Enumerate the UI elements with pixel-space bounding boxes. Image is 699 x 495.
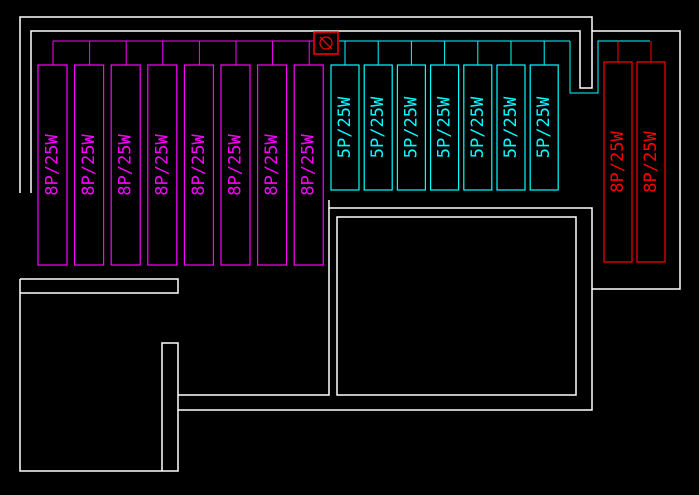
- cyan-fixture-label: 5P/25W: [335, 96, 355, 158]
- red-fixture[interactable]: [636, 61, 666, 263]
- cyan-fixture-label: 5P/25W: [435, 96, 455, 158]
- cyan-fixture[interactable]: [529, 64, 559, 191]
- magenta-fixture-label: 8P/25W: [79, 134, 99, 196]
- magenta-fixture-label: 8P/25W: [152, 134, 172, 196]
- cyan-fixture[interactable]: [330, 64, 360, 191]
- cyan-fixture-label: 5P/25W: [368, 96, 388, 158]
- cyan-fixture[interactable]: [496, 64, 526, 191]
- feed-lines: [53, 40, 650, 94]
- magenta-fixture-label: 8P/25W: [226, 134, 246, 196]
- red-fixture-label: 8P/25W: [641, 131, 661, 193]
- wall-center-room-outer: [178, 200, 593, 411]
- cyan-fixture[interactable]: [363, 64, 393, 191]
- magenta-fixture-label: 8P/25W: [262, 134, 282, 196]
- magenta-fixture[interactable]: [37, 64, 68, 266]
- magenta-fixture[interactable]: [257, 64, 288, 266]
- wall-top-inner: [30, 30, 681, 290]
- cyan-fixture-label: 5P/25W: [501, 96, 521, 158]
- center-room: [336, 216, 577, 396]
- junction-box-icon[interactable]: [313, 31, 339, 55]
- walls: [19, 16, 681, 472]
- magenta-fixture[interactable]: [110, 64, 141, 266]
- cyan-fixture[interactable]: [463, 64, 493, 191]
- magenta-fixture[interactable]: [73, 64, 105, 266]
- wall-left-room-outline: [19, 279, 179, 472]
- wall-center-room-inner-frame: [178, 208, 330, 396]
- magenta-fixture[interactable]: [183, 64, 214, 266]
- wall-top-outer: [19, 16, 593, 193]
- cyan-fixture[interactable]: [396, 64, 426, 191]
- cyan-fixture-label: 5P/25W: [468, 96, 488, 158]
- fixtures: 8P/25W 8P/25W 8P/25W 8P/25W 8P/25W 8P/25W 8P/2…: [37, 41, 666, 266]
- magenta-fixture-label: 8P/25W: [43, 134, 63, 196]
- magenta-fixture[interactable]: [293, 64, 324, 266]
- cyan-fixture-label: 5P/25W: [534, 96, 554, 158]
- cyan-fixture[interactable]: [430, 64, 460, 191]
- magenta-fixture[interactable]: [147, 64, 178, 266]
- wall-left-room: [20, 278, 179, 294]
- magenta-fixture-label: 8P/25W: [116, 134, 136, 196]
- red-fixture[interactable]: [603, 61, 633, 263]
- cyan-feed-run: [569, 40, 650, 94]
- red-fixture-label: 8P/25W: [608, 131, 628, 193]
- magenta-fixture-label: 8P/25W: [189, 134, 209, 196]
- magenta-fixture-label: 8P/25W: [299, 134, 319, 196]
- magenta-fixture[interactable]: [220, 64, 251, 266]
- cyan-fixture-label: 5P/25W: [401, 96, 421, 158]
